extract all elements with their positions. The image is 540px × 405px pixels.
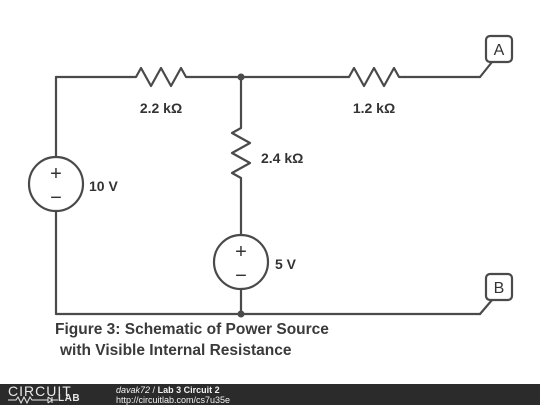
footer-line-1: davak72 / Lab 3 Circuit 2 [116, 385, 230, 395]
terminal-a-lead [478, 60, 494, 79]
wire-left-lower [54, 209, 482, 316]
footer-separator: / [152, 385, 156, 395]
junction-dot-top [237, 73, 245, 81]
logo-resistor-icon [8, 396, 58, 404]
v1-plus-sign: + [50, 163, 62, 185]
r1-value-label: 2.2 kΩ [140, 100, 182, 116]
footer-meta: davak72 / Lab 3 Circuit 2 http://circuit… [116, 385, 230, 405]
junction-dot-bottom [237, 310, 245, 318]
terminal-b-lead [478, 298, 494, 316]
v2-minus-sign: − [235, 265, 247, 287]
figure-caption-line-2: with Visible Internal Resistance [59, 342, 292, 359]
logo-text-lab: LAB [58, 393, 81, 404]
figure-caption-line-1: Figure 3: Schematic of Power Source [55, 321, 329, 338]
terminal-a-label: A [494, 42, 505, 59]
v2-value-label: 5 V [275, 256, 297, 272]
resistor-r1 [128, 66, 194, 88]
circuit-title-link[interactable]: Lab 3 Circuit 2 [157, 385, 220, 395]
v1-minus-sign: − [50, 187, 62, 209]
logo-text-circuit: CIRCUIT [8, 383, 72, 399]
r2-value-label: 1.2 kΩ [353, 100, 395, 116]
terminal-b-box [484, 272, 514, 302]
terminal-a-box [484, 34, 514, 64]
v2-plus-sign: + [235, 241, 247, 263]
v1-value-label: 10 V [89, 178, 118, 194]
footer-bar: CIRCUIT LAB davak72 / Lab 3 Circuit 2 ht… [0, 383, 540, 405]
resistor-r3 [230, 120, 252, 190]
r3-value-label: 2.4 kΩ [261, 150, 303, 166]
schematic-diagram: + − + − A B 2.2 kΩ 1.2 kΩ 2.4 kΩ 10 V 5 … [27, 34, 514, 359]
voltage-source-v1 [27, 155, 85, 213]
voltage-source-v2 [212, 233, 270, 291]
terminal-b-label: B [494, 280, 505, 297]
author-link[interactable]: davak72 [116, 385, 151, 395]
circuitlab-logo[interactable]: CIRCUIT LAB [6, 383, 96, 405]
circuit-url-link[interactable]: http://circuitlab.com/cs7u35e [116, 395, 231, 405]
resistor-r2 [341, 66, 407, 88]
